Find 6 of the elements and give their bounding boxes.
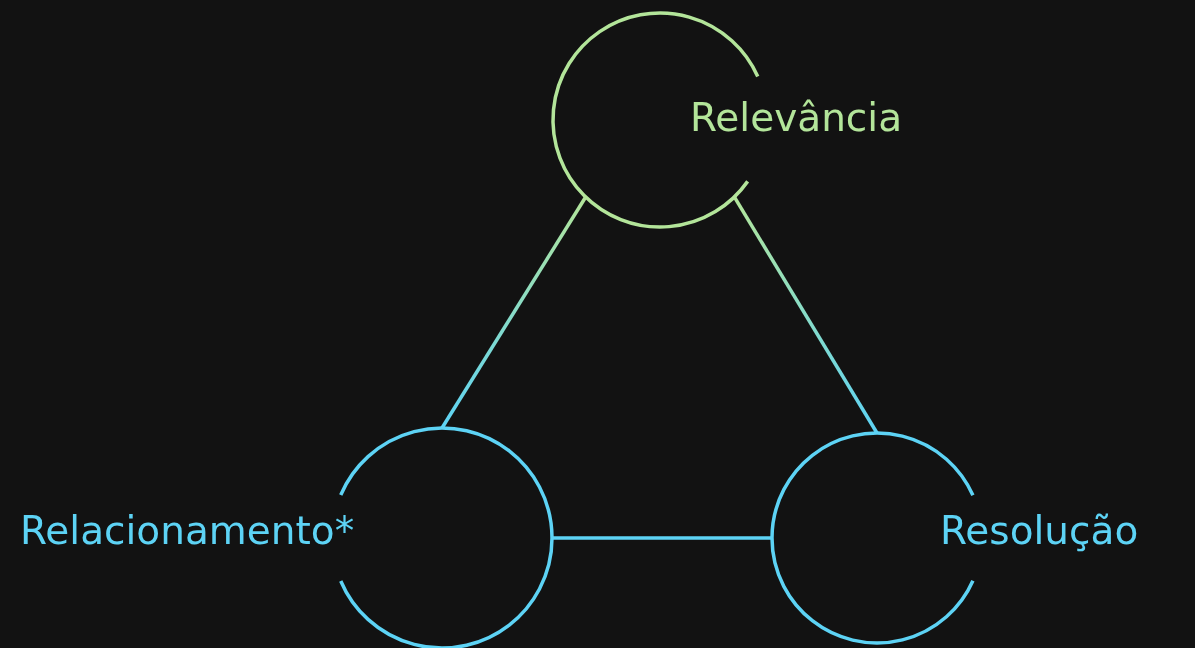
connector-line bbox=[552, 536, 772, 540]
connector-line bbox=[732, 196, 879, 434]
connector-line bbox=[440, 196, 588, 429]
node-label: Resolução bbox=[940, 510, 1139, 553]
node-label: Relacionamento* bbox=[20, 510, 355, 553]
node-label: Relevância bbox=[690, 97, 903, 140]
